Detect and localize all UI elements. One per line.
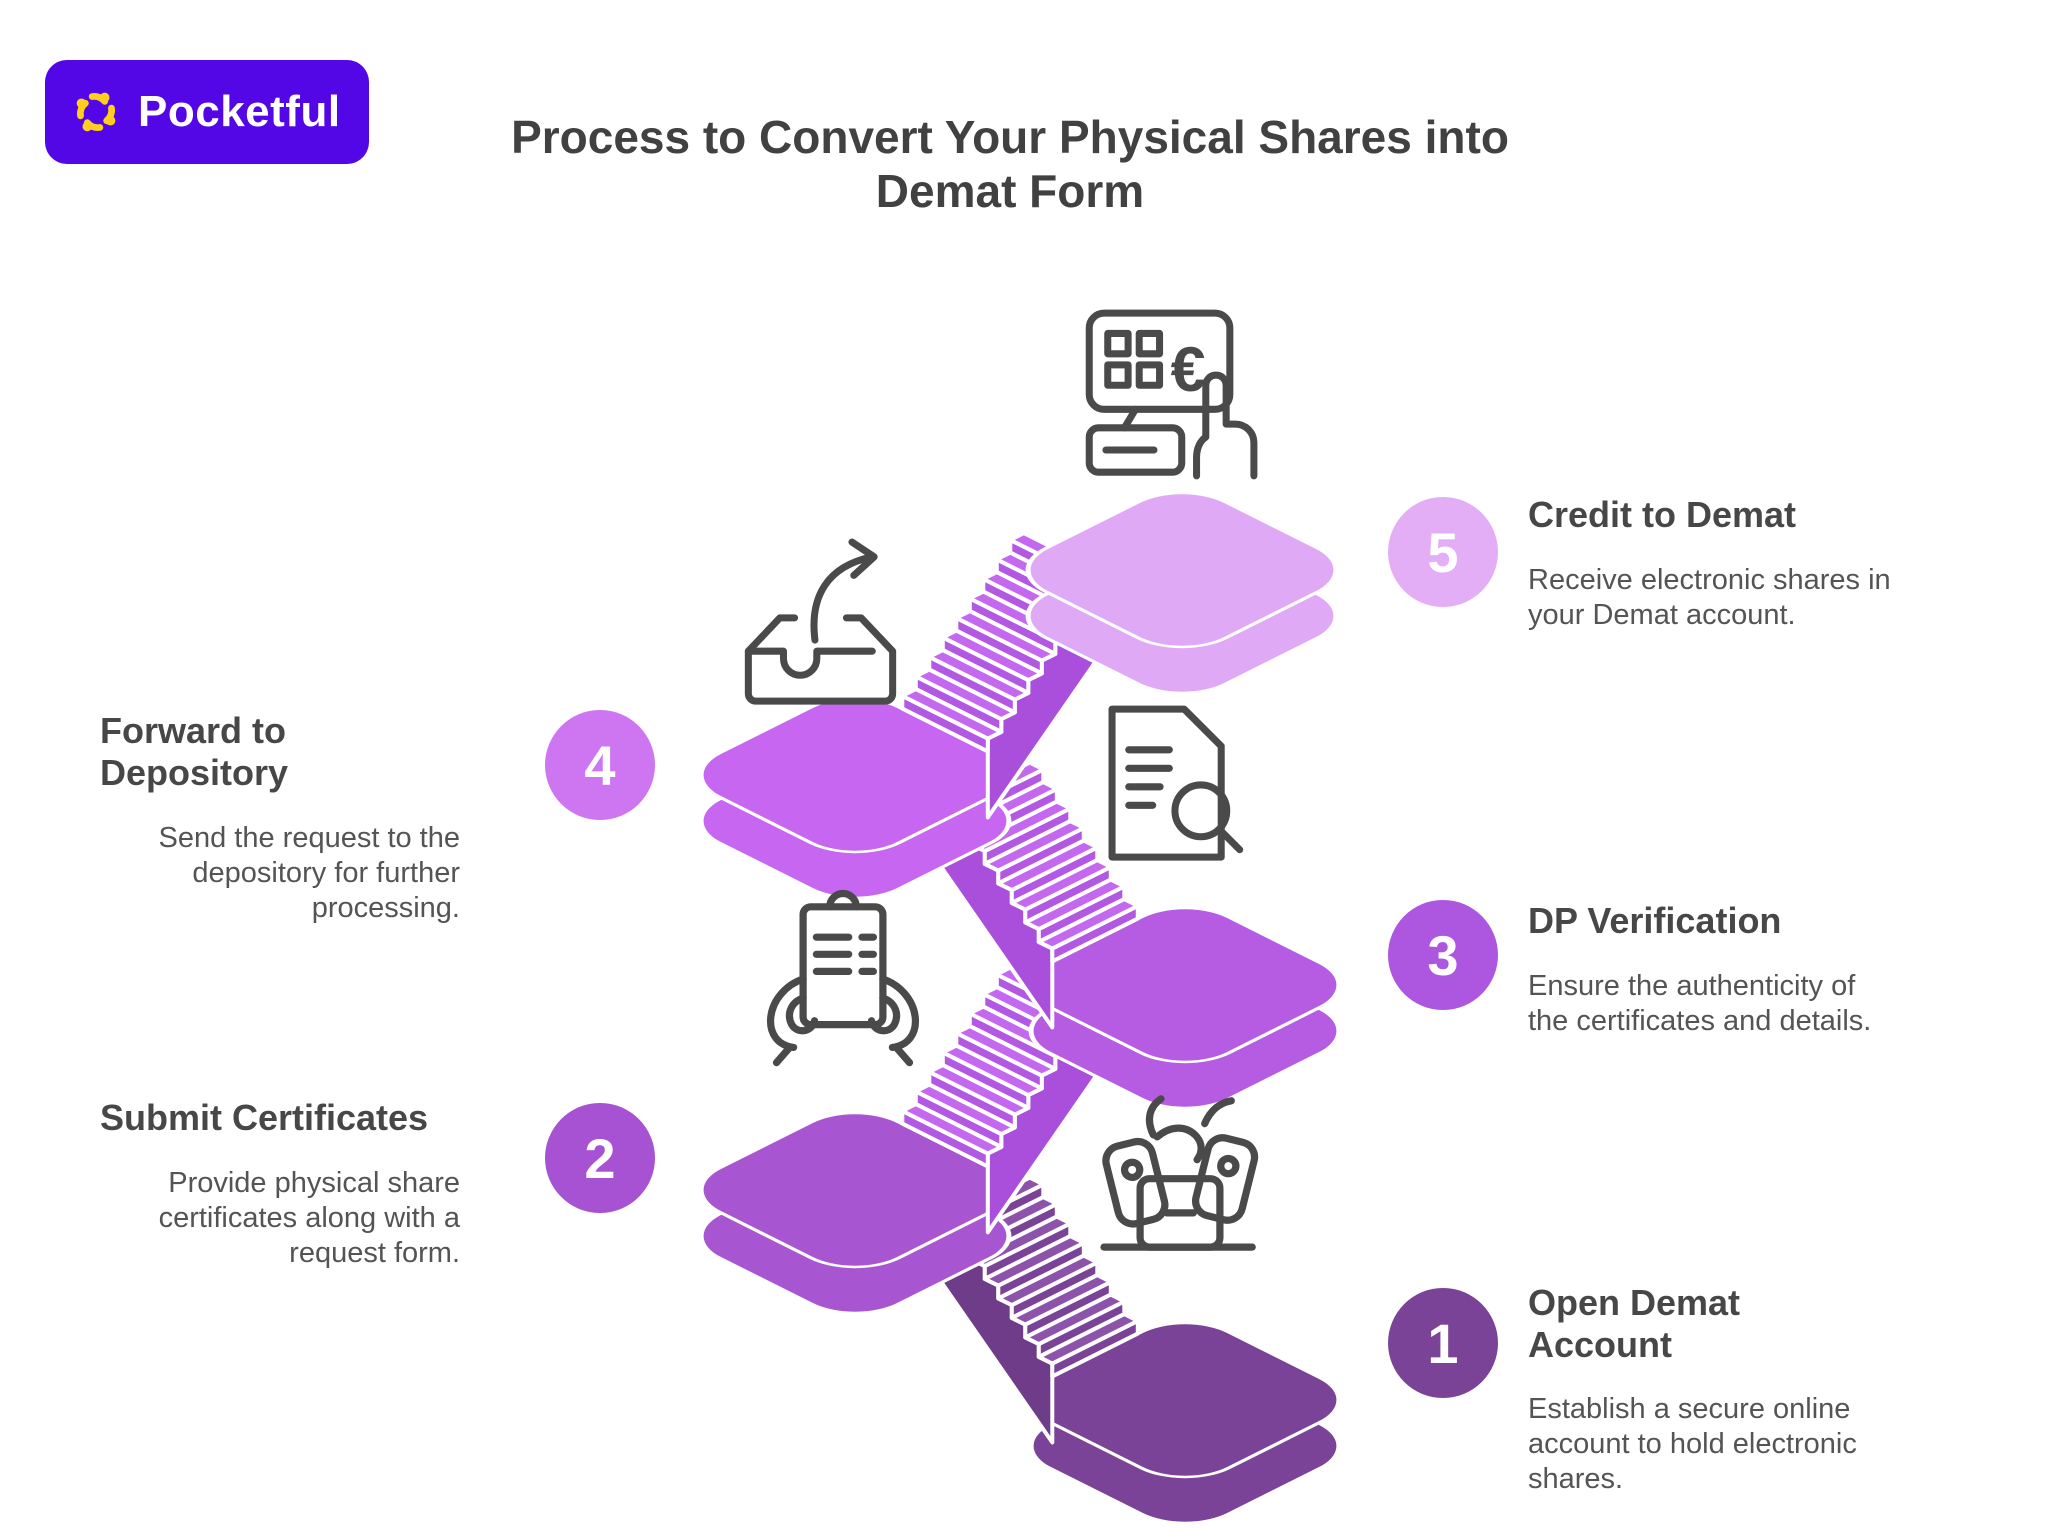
step-5-number: 5 (1427, 520, 1459, 584)
step-4-badge: 4 (545, 710, 655, 820)
platform-step-1 (1028, 1321, 1342, 1525)
step-3-number: 3 (1427, 923, 1459, 987)
step-4-title: Forward to Depository (100, 710, 289, 794)
platform-step-2 (698, 1111, 1012, 1315)
step-2-desc: Provide physical share certificates alon… (158, 1167, 460, 1270)
step-1-desc: Establish a secure online account to hol… (1528, 1393, 1857, 1496)
payment-terminal-icon: € (1085, 309, 1258, 480)
platform-step-3 (1028, 906, 1342, 1110)
pocketful-mark-icon (76, 92, 116, 132)
stair-tread (982, 819, 1086, 873)
step-3-text: DP Verification Ensure the authenticity … (1528, 900, 1928, 1039)
stair-tread (1036, 897, 1140, 951)
step-1-text: Open Demat Account Establish a secure on… (1528, 1282, 1928, 1497)
step-4-text: Forward to Depository Send the request t… (100, 710, 460, 926)
stair-tread (900, 1102, 1004, 1156)
staircase (698, 491, 1342, 1525)
hands-holding-certificate-icon (767, 889, 919, 1067)
step-1-number: 1 (1427, 1311, 1459, 1375)
page-title-line1: Process to Convert Your Physical Shares … (511, 111, 1509, 163)
step-5-badge: 5 (1388, 497, 1498, 607)
step-3-badge: 3 (1388, 900, 1498, 1010)
outbox-arrow-icon (744, 538, 897, 705)
step-4-number: 4 (584, 733, 616, 797)
svg-text:€: € (1171, 335, 1206, 405)
document-magnifier-icon (1108, 705, 1244, 861)
step-5-desc: Receive electronic shares in your Demat … (1528, 564, 1891, 632)
stair-tread (913, 667, 1017, 722)
brand-name: Pocketful (138, 87, 341, 136)
stair-tread (996, 1253, 1100, 1308)
stair-tread (927, 648, 1031, 702)
stair-tread (1036, 1312, 1140, 1366)
stair-tread (940, 1043, 1044, 1098)
step-1-title: Open Demat Account (1528, 1282, 1741, 1366)
stair-tread (996, 838, 1100, 893)
page-title-line2: Demat Form (875, 165, 1145, 217)
platform-top-step-5 (1025, 491, 1339, 649)
page-title: Process to Convert Your Physical Shares … (0, 110, 2020, 218)
stair-tread (954, 609, 1058, 663)
stair-tread (913, 1082, 1017, 1137)
step-3-desc: Ensure the authenticity of the certifica… (1528, 970, 1872, 1038)
stair-tread (1023, 1292, 1127, 1347)
stair-tread (954, 1024, 1058, 1078)
step-2-title: Submit Certificates (100, 1097, 429, 1138)
step-1-badge: 1 (1388, 1288, 1498, 1398)
brand-logo: Pocketful (45, 60, 369, 164)
step-5-text: Credit to Demat Receive electronic share… (1528, 494, 1928, 633)
stair-tread (900, 687, 1004, 741)
step-3-title: DP Verification (1528, 900, 1782, 941)
stair-tread (940, 628, 1044, 683)
step-2-text: Submit Certificates Provide physical sha… (100, 1097, 460, 1271)
stair-tread (927, 1063, 1031, 1117)
stair-tread (1009, 858, 1113, 912)
hand-opening-account-icon (1100, 1095, 1259, 1251)
step-5-title: Credit to Demat (1528, 494, 1797, 535)
stair-tread (1023, 877, 1127, 932)
step-2-number: 2 (584, 1126, 616, 1190)
platform-step-4 (698, 696, 1012, 900)
stair-tread (1009, 1273, 1113, 1327)
step-2-badge: 2 (545, 1103, 655, 1213)
stair-tread (982, 1234, 1086, 1288)
step-4-desc: Send the request to the depository for f… (158, 822, 461, 925)
platform-step-5 (1025, 491, 1339, 695)
